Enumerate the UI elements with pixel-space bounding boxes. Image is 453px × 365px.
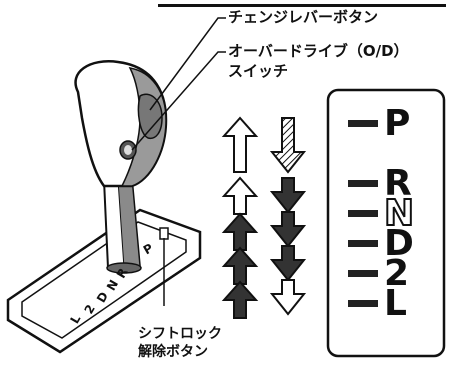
leader-lines — [131, 17, 226, 306]
lever-stem — [102, 179, 142, 274]
arrow-column-left — [221, 116, 259, 319]
indicator-l: L — [384, 283, 407, 324]
indicator-p: P — [384, 103, 411, 144]
gate-labels: P R N D 2 L — [60, 236, 180, 326]
gate-label-2: 2 — [81, 302, 98, 317]
gate-label-d: D — [93, 289, 112, 306]
indicator-notch-2 — [348, 270, 378, 277]
indicator-r: R — [384, 163, 412, 204]
shift-lock-label-line1: シフトロック — [138, 326, 222, 342]
indicator-n: N — [383, 193, 415, 234]
indicator-notch-d — [348, 240, 378, 247]
overdrive-switch-label-line1: オーバードライブ（O/D） — [228, 42, 409, 60]
gate-label-n: N — [104, 277, 122, 294]
lever-knob — [74, 60, 168, 188]
indicator-notch-p — [348, 120, 378, 127]
indicator-panel — [326, 88, 446, 358]
indicator-notch-l — [348, 300, 378, 307]
gate-plate — [6, 208, 202, 354]
indicator-d: D — [384, 223, 414, 264]
gate-label-l: L — [67, 312, 84, 327]
overdrive-switch-label-line2: スイッチ — [228, 62, 289, 80]
change-lever-button-label: チェンジレバーボタン — [228, 8, 379, 26]
gate-label-p: P — [140, 240, 156, 258]
indicator-2: 2 — [384, 253, 410, 294]
top-rule — [158, 4, 446, 7]
gate-label-r: R — [113, 265, 131, 281]
indicator-notch-r — [348, 180, 378, 187]
arrow-column-right — [269, 117, 307, 316]
shift-lock-label-line2: 解除ボタン — [138, 344, 208, 360]
indicator-notch-n — [348, 210, 378, 217]
